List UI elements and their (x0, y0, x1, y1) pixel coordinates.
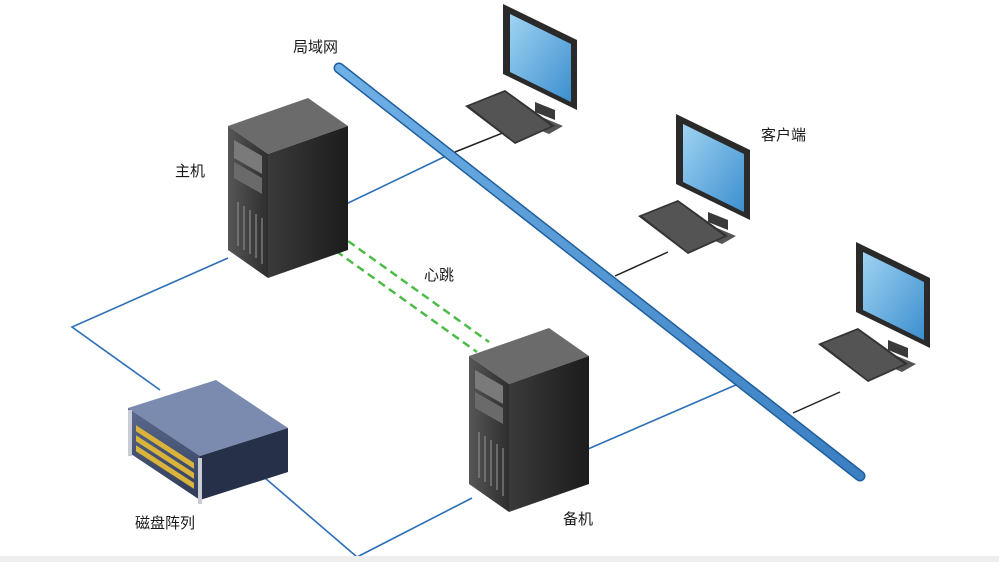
disk-array-icon (128, 380, 288, 504)
lan-backbone (333, 62, 866, 482)
link-disk-to-backup (264, 477, 473, 558)
server-tower-icon (469, 328, 589, 512)
link-client-3 (792, 391, 841, 414)
desktop-computer-icon (465, 4, 577, 144)
label-clients: 客户端 (761, 126, 807, 144)
link-host-to-lan (345, 155, 447, 205)
link-host-to-disk (70, 257, 229, 391)
desktop-computer-icon (638, 114, 750, 254)
label-backup-host: 备机 (563, 510, 594, 528)
link-backup-to-lan (587, 383, 739, 450)
heartbeat-link (314, 224, 490, 354)
label-primary-host: 主机 (175, 162, 206, 180)
label-lan: 局域网 (293, 38, 339, 56)
label-heartbeat: 心跳 (424, 266, 455, 284)
server-tower-icon (228, 98, 348, 278)
link-client-2 (614, 251, 669, 277)
bottom-bar (0, 556, 999, 562)
network-links (70, 155, 739, 558)
desktop-computer-icon (818, 242, 930, 382)
label-disk-array: 磁盘阵列 (135, 514, 196, 532)
